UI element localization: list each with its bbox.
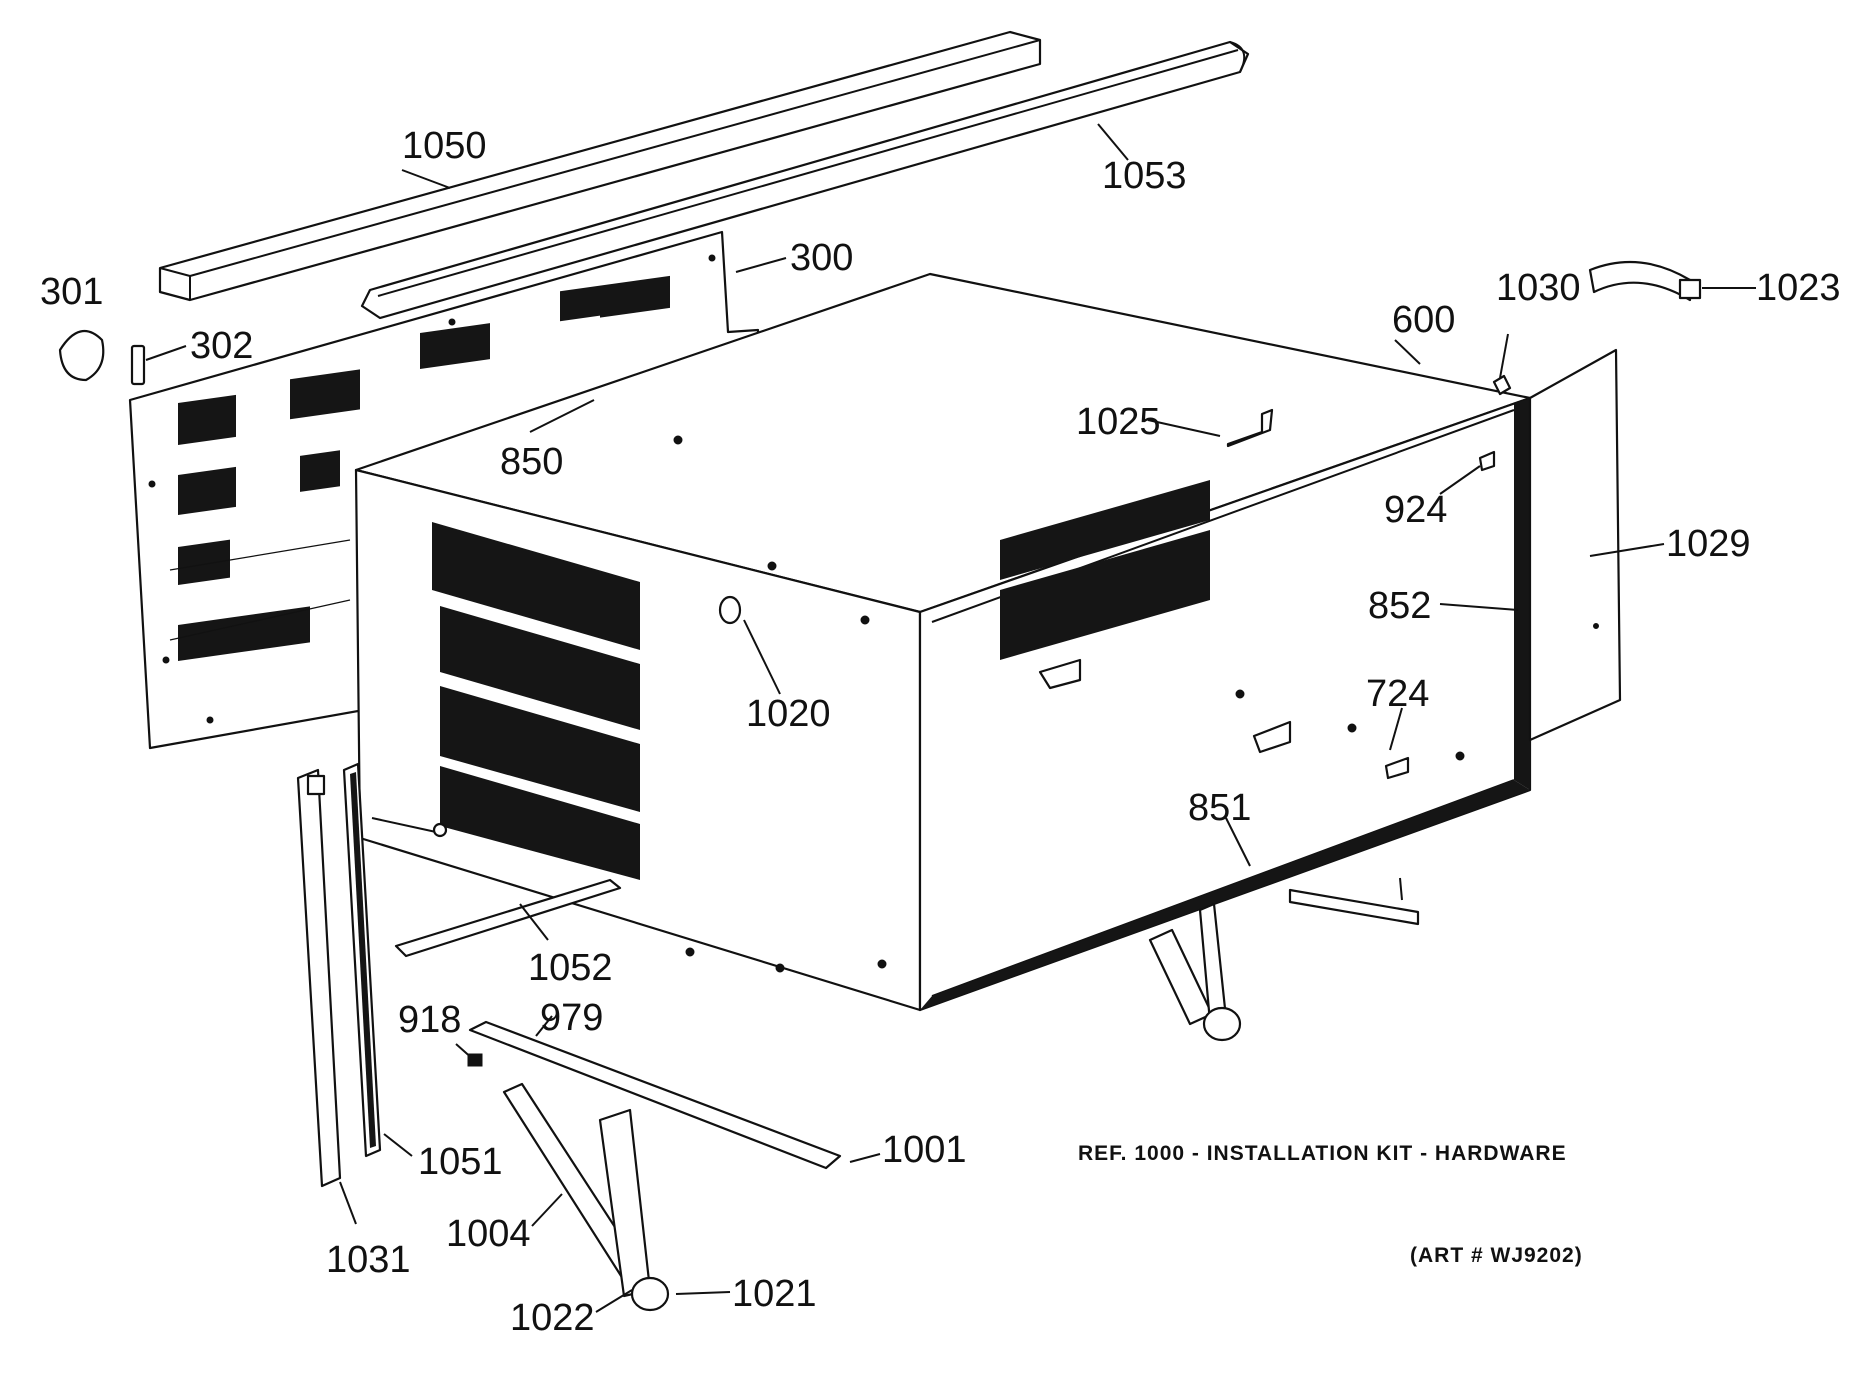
callout-301: 301 xyxy=(40,271,103,313)
callout-924: 924 xyxy=(1384,489,1447,531)
bolt xyxy=(371,817,448,838)
callout-979: 979 xyxy=(540,997,603,1039)
callout-724: 724 xyxy=(1366,673,1429,715)
sill-rail-1052 xyxy=(394,878,622,958)
callout-918: 918 xyxy=(398,999,461,1041)
top-rail-1053 xyxy=(360,40,1250,320)
callout-300: 300 xyxy=(790,237,853,279)
callout-851: 851 xyxy=(1188,787,1251,829)
brace-1004 xyxy=(502,1082,652,1298)
callout-1052: 1052 xyxy=(528,947,613,989)
cabinet-600 xyxy=(354,272,1532,1012)
side-rail-1031 xyxy=(296,768,342,1188)
callout-1030: 1030 xyxy=(1496,267,1581,309)
rear-louvers xyxy=(1000,480,1210,660)
side-curtain-1029 xyxy=(1528,348,1622,742)
leader-lines xyxy=(145,123,1756,1313)
callout-1004: 1004 xyxy=(446,1213,531,1255)
side-rail-1051 xyxy=(342,762,382,1158)
side-louvers xyxy=(432,522,640,880)
callout-1051: 1051 xyxy=(418,1141,503,1183)
callout-852: 852 xyxy=(1368,585,1431,627)
installation-kit-note: REF. 1000 - INSTALLATION KIT - HARDWARE xyxy=(1078,1142,1567,1165)
callout-1001: 1001 xyxy=(882,1129,967,1171)
strap-1023 xyxy=(1588,260,1702,302)
callout-1021: 1021 xyxy=(732,1273,817,1315)
grille-louvers xyxy=(178,275,670,661)
callout-1020: 1020 xyxy=(746,693,831,735)
callout-1053: 1053 xyxy=(1102,155,1187,197)
knob-1021 xyxy=(630,1276,670,1312)
cap-301 xyxy=(58,329,105,382)
callout-1050: 1050 xyxy=(402,125,487,167)
support-bar-1001 xyxy=(468,1020,842,1170)
callout-1029: 1029 xyxy=(1666,523,1751,565)
top-seal-strip-1050 xyxy=(158,30,1042,302)
right-support xyxy=(1148,877,1420,1042)
callout-1023: 1023 xyxy=(1756,267,1841,309)
clip-302 xyxy=(130,344,146,386)
callout-1022: 1022 xyxy=(510,1297,595,1339)
callout-850: 850 xyxy=(500,441,563,483)
callout-302: 302 xyxy=(190,325,253,367)
callout-600: 600 xyxy=(1392,299,1455,341)
art-number-note: (ART # WJ9202) xyxy=(1410,1244,1583,1267)
callout-labels: 1050 1053 301 302 300 850 600 1030 1023 … xyxy=(40,125,1841,1339)
callout-1025: 1025 xyxy=(1076,401,1161,443)
callout-1031: 1031 xyxy=(326,1239,411,1281)
